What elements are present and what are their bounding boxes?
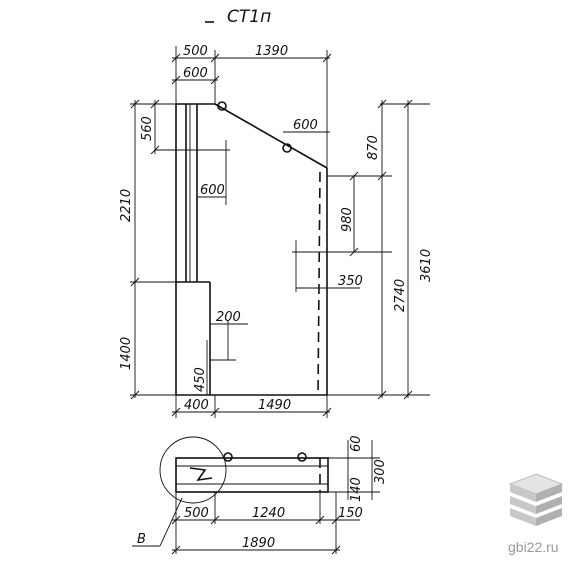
callout-label: В [137,532,146,547]
right-dimension-lines [377,99,413,400]
site-logo-icon [508,473,564,526]
extension-lines [130,46,430,418]
plan-view [175,457,329,493]
lifting-loop-icon [297,452,307,462]
left-dimension-lines [130,99,208,400]
dim-bottom-1490: 1490 [258,398,291,413]
plan-dimension-lines [171,440,380,555]
inner-dimension-lines [197,131,392,361]
dim-right-870: 870 [366,135,381,160]
dim-inner-980: 980 [340,207,355,232]
dim-left-1400: 1400 [119,337,134,370]
drawing-title: СТ1п [227,7,271,27]
dim-top-1390: 1390 [255,44,288,59]
dim-plan-140: 140 [349,477,364,502]
dim-plan-150: 150 [338,506,363,521]
elevation-outline [175,103,328,396]
dim-right-3610: 3610 [419,249,434,282]
dim-inner-600-vertical: 600 [200,183,225,198]
dim-inner-200: 200 [216,310,241,325]
callout-leader [159,497,183,547]
dim-top-600: 600 [183,66,208,81]
dim-left-450: 450 [193,367,208,392]
dim-plan-60: 60 [349,435,364,452]
lifting-loop-icon [223,452,233,462]
bottom-dimension-lines [171,407,332,417]
dim-inner-350: 350 [338,274,363,289]
dim-plan-1240: 1240 [252,506,285,521]
dim-plan-1890: 1890 [242,536,275,551]
lifting-loop-icon [217,101,227,111]
dim-plan-500: 500 [184,506,209,521]
dim-top-500: 500 [183,44,208,59]
dim-left-560: 560 [140,116,155,141]
dim-bottom-400: 400 [184,398,209,413]
dim-inner-600-top: 600 [293,118,318,133]
top-dimension-lines [171,53,332,85]
site-watermark: gbi22.ru [508,539,559,555]
lifting-loop-icon [282,143,292,153]
dim-left-2210: 2210 [119,189,134,222]
dim-right-2740: 2740 [393,279,408,312]
dim-plan-300: 300 [373,459,388,484]
detail-callout-circle [159,436,227,504]
